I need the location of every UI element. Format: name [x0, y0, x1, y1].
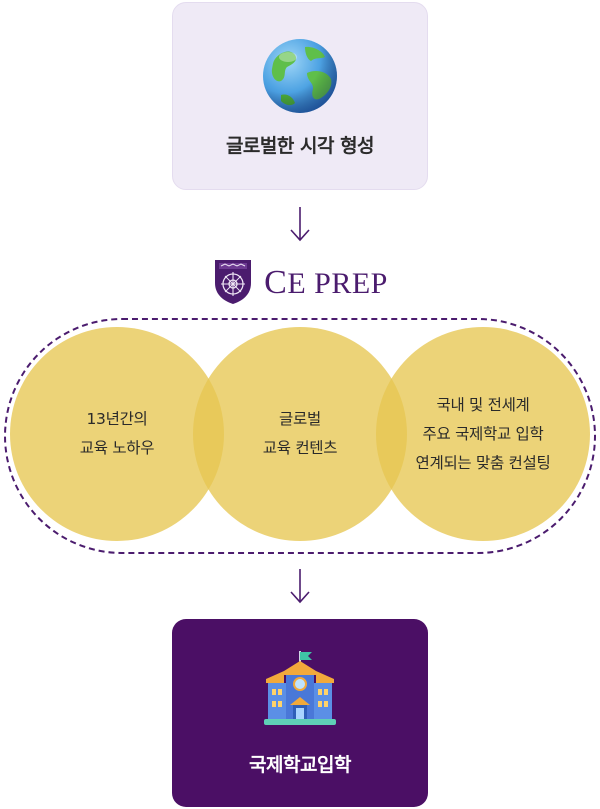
circle-consulting: 국내 및 전세계 주요 국제학교 입학 연계되는 맞춤 컨설팅: [376, 327, 590, 541]
school-building-icon: [260, 649, 340, 733]
crest-icon: [212, 257, 254, 309]
down-arrow-icon: [289, 206, 311, 242]
circle-experience: 13년간의 교육 노하우: [10, 327, 224, 541]
top-box: 글로벌한 시각 형성: [172, 2, 428, 190]
down-arrow-icon: [289, 568, 311, 604]
bottom-box-label: 국제학교입학: [249, 754, 351, 776]
brand-name: CE PREP: [264, 264, 388, 301]
circle-text-line: 국내 및 전세계: [436, 395, 530, 414]
dashed-group-outline: [4, 318, 596, 554]
circle-text-line: 연계되는 맞춤 컨설팅: [415, 453, 551, 472]
circle-text-line: 교육 노하우: [79, 439, 155, 457]
circle-content: 글로벌 교육 컨텐츠: [193, 327, 407, 541]
brand-logo: CE PREP: [0, 258, 600, 308]
circle-text-line: 13년간의: [86, 410, 148, 428]
circle-text-line: 교육 컨텐츠: [262, 439, 338, 457]
circle-text-line: 주요 국제학교 입학: [422, 424, 544, 443]
top-box-label: 글로벌한 시각 형성: [225, 135, 375, 157]
bottom-box: 국제학교입학: [172, 619, 428, 807]
circle-text-line: 글로벌: [279, 410, 321, 428]
globe-icon: [261, 37, 339, 119]
